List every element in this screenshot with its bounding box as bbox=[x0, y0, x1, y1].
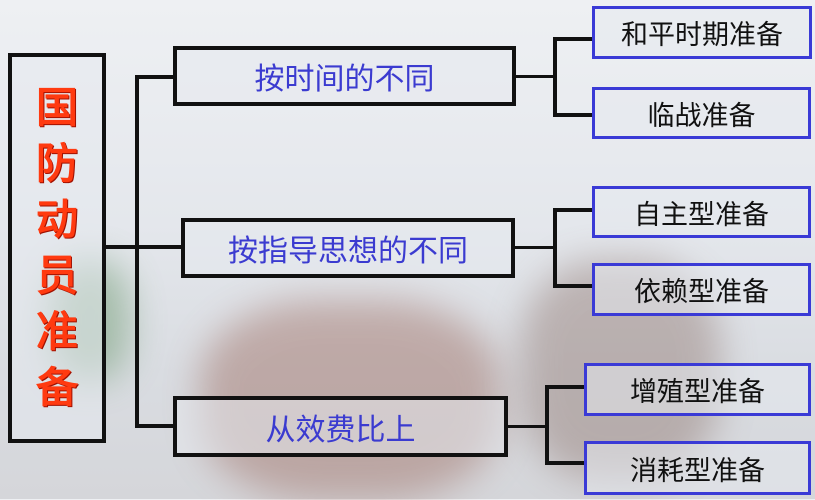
connector bbox=[507, 425, 548, 428]
leaf-label: 自主型准备 bbox=[634, 199, 769, 231]
root-char: 员 bbox=[35, 251, 78, 300]
root-char: 准 bbox=[35, 307, 78, 356]
leaf-label: 消耗型准备 bbox=[630, 455, 765, 487]
root-node: 国 防 动 员 准 备 bbox=[8, 53, 106, 443]
root-char: 备 bbox=[35, 363, 78, 412]
connector bbox=[545, 461, 585, 465]
branch-label: 从效费比上 bbox=[265, 412, 416, 448]
leaf-node: 和平时期准备 bbox=[592, 6, 812, 59]
connector bbox=[514, 246, 555, 249]
leaf-node: 增殖型准备 bbox=[584, 363, 811, 416]
root-char: 防 bbox=[35, 139, 78, 188]
branch-label: 按时间的不同 bbox=[254, 62, 435, 97]
branch-node-guiding-thought: 按指导思想的不同 bbox=[181, 218, 515, 278]
branch-node-cost-effectiveness: 从效费比上 bbox=[173, 396, 508, 457]
leaf-label: 临战准备 bbox=[647, 100, 756, 132]
leaf-label: 和平时期准备 bbox=[621, 20, 783, 51]
connector bbox=[553, 208, 593, 212]
branch-node-time: 按时间的不同 bbox=[173, 46, 516, 106]
leaf-label: 增殖型准备 bbox=[630, 377, 765, 408]
leaf-node: 消耗型准备 bbox=[584, 441, 811, 495]
connector bbox=[553, 37, 557, 117]
connector bbox=[105, 245, 181, 249]
leaf-node: 自主型准备 bbox=[592, 186, 811, 238]
connector bbox=[515, 75, 555, 78]
leaf-node: 临战准备 bbox=[592, 87, 811, 139]
connector bbox=[545, 385, 585, 389]
connector bbox=[135, 424, 175, 428]
connector bbox=[135, 75, 139, 428]
connector bbox=[553, 208, 557, 288]
connector bbox=[553, 284, 593, 288]
root-char: 动 bbox=[35, 195, 78, 244]
connector bbox=[553, 37, 593, 41]
branch-label: 按指导思想的不同 bbox=[228, 234, 468, 269]
root-char: 国 bbox=[35, 83, 78, 132]
connector bbox=[545, 385, 549, 465]
leaf-node: 依赖型准备 bbox=[592, 263, 811, 316]
connector bbox=[135, 75, 175, 79]
connector bbox=[553, 113, 593, 117]
leaf-label: 依赖型准备 bbox=[634, 277, 769, 308]
